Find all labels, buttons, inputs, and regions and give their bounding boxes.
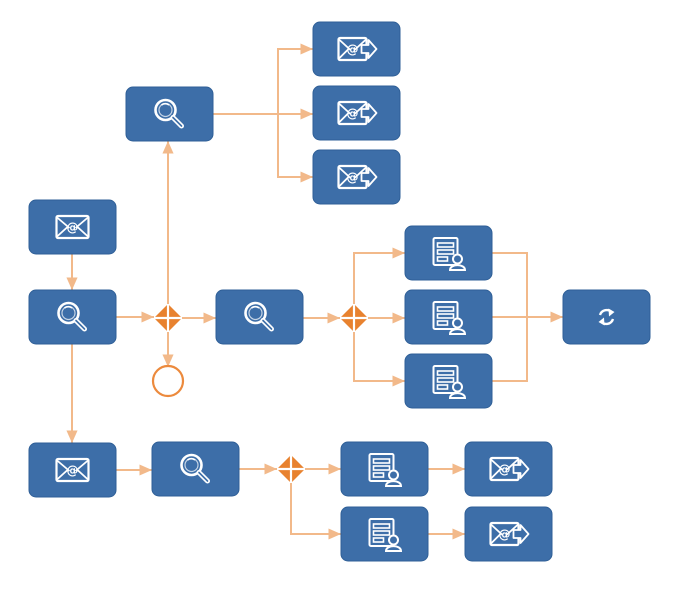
send-mail-3-node bbox=[312, 149, 401, 205]
search-mid-box bbox=[215, 289, 304, 345]
contact-card-2-box bbox=[404, 289, 493, 345]
contact-card-4-box bbox=[340, 441, 429, 497]
end-event-node bbox=[151, 364, 185, 398]
send-mail-2-node bbox=[312, 85, 401, 141]
search-main-box bbox=[28, 289, 117, 345]
search-top-box bbox=[125, 86, 214, 142]
search-top-node bbox=[125, 86, 214, 142]
search-bottom-node bbox=[151, 441, 240, 497]
connector-gateway-2-to-contact-card-1 bbox=[353, 247, 405, 304]
gateway-3-node bbox=[277, 455, 305, 483]
contact-card-5-node bbox=[340, 506, 429, 562]
end-event-circle bbox=[151, 364, 185, 398]
gateway-plus-mark bbox=[340, 304, 368, 332]
connector-contact-card-3-to-refresh bbox=[492, 317, 528, 382]
start-mail-node bbox=[28, 199, 117, 255]
contact-card-2-node bbox=[404, 289, 493, 345]
send-mail-1-node bbox=[312, 21, 401, 77]
refresh-box bbox=[562, 289, 651, 345]
connector-search-top-to-send-mail-2 bbox=[277, 43, 313, 114]
gateway-2-node bbox=[340, 304, 368, 332]
mail-bottom-node bbox=[28, 442, 117, 498]
search-bottom-box bbox=[151, 441, 240, 497]
contact-card-1-box bbox=[404, 225, 493, 281]
gateway-plus-mark bbox=[277, 455, 305, 483]
connector-gateway-2-to-contact-card-3 bbox=[353, 332, 405, 387]
connector-search-top-to-send-mail-3 bbox=[277, 114, 313, 183]
contact-card-3-box bbox=[404, 353, 493, 409]
send-mail-4-node bbox=[464, 441, 553, 497]
connector-contact-card-1-to-refresh bbox=[492, 252, 528, 317]
refresh-node bbox=[562, 289, 651, 345]
contact-card-4-node bbox=[340, 441, 429, 497]
search-main-node bbox=[28, 289, 117, 345]
connector-gateway-3-to-contact-card-5 bbox=[290, 483, 341, 540]
contact-card-5-box bbox=[340, 506, 429, 562]
gateway-1-node bbox=[154, 304, 182, 332]
gateway-plus-mark bbox=[154, 304, 182, 332]
contact-card-3-node bbox=[404, 353, 493, 409]
search-mid-node bbox=[215, 289, 304, 345]
send-mail-5-node bbox=[464, 506, 553, 562]
contact-card-1-node bbox=[404, 225, 493, 281]
